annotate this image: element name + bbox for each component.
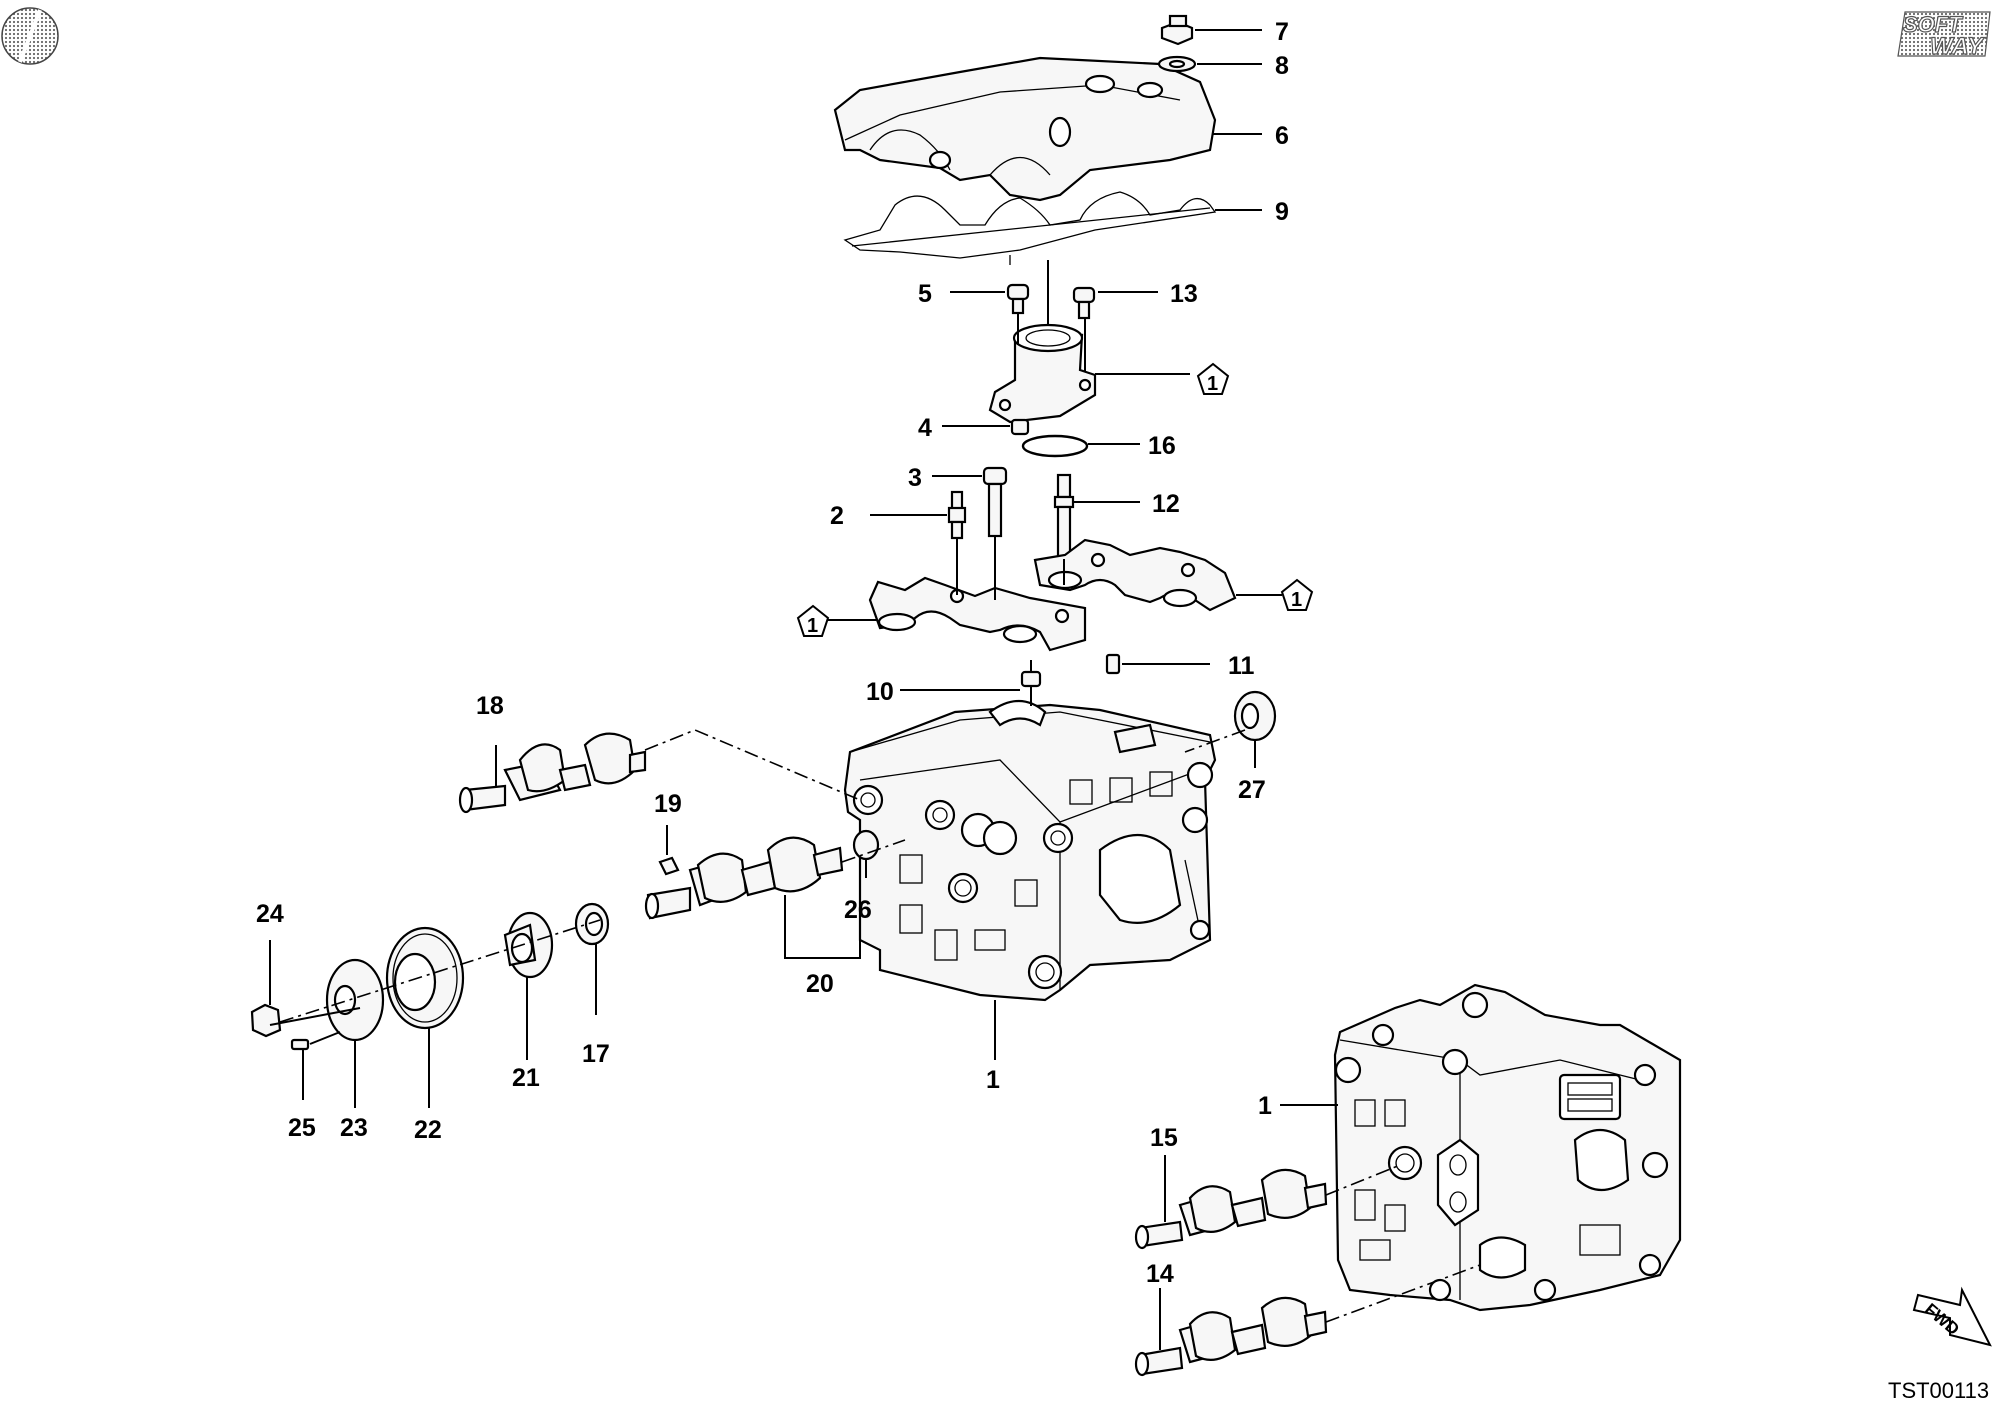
callout-18: 18 bbox=[476, 692, 504, 720]
fwd-arrow-icon: FWD bbox=[1912, 1286, 1992, 1347]
callout-12: 12 bbox=[1152, 490, 1180, 518]
callout-1-lower: 1 bbox=[1258, 1092, 1272, 1120]
callout-19: 19 bbox=[654, 790, 682, 818]
callout-11: 11 bbox=[1228, 652, 1255, 680]
callout-14: 14 bbox=[1146, 1260, 1174, 1288]
stud-12 bbox=[1053, 473, 1075, 561]
cap-nut bbox=[1160, 14, 1194, 46]
callout-3: 3 bbox=[908, 464, 922, 492]
bearing-cap-left bbox=[868, 576, 1087, 652]
camshaft-15 bbox=[1134, 1168, 1328, 1250]
callout-9: 9 bbox=[1275, 198, 1289, 226]
callout-24: 24 bbox=[256, 900, 284, 928]
corner-badge-icon bbox=[1, 7, 59, 65]
o-ring bbox=[1021, 434, 1089, 458]
callout-21: 21 bbox=[512, 1064, 540, 1092]
bolt-25 bbox=[290, 1038, 310, 1051]
svg-text:SOFT: SOFT bbox=[1903, 12, 1963, 37]
washer-23 bbox=[325, 958, 385, 1042]
callout-16: 16 bbox=[1148, 432, 1176, 460]
callout-7: 7 bbox=[1275, 18, 1289, 46]
axis-lines bbox=[279, 729, 1481, 1323]
svg-text:1: 1 bbox=[1291, 589, 1302, 611]
cover-gasket bbox=[843, 191, 1217, 265]
camshaft-20 bbox=[644, 836, 844, 920]
bolt-5 bbox=[1006, 283, 1030, 315]
sleeve-4 bbox=[1010, 418, 1030, 436]
callout-20: 20 bbox=[806, 970, 834, 998]
svg-text:WAY: WAY bbox=[1930, 33, 1985, 60]
softway-logo: SOFT WAY bbox=[1897, 11, 1991, 61]
bolt-3 bbox=[982, 466, 1008, 538]
callout-27: 27 bbox=[1238, 776, 1266, 804]
callout-10: 10 bbox=[866, 678, 894, 706]
leader-lines bbox=[269, 29, 1338, 1350]
cylinder-head-cover bbox=[833, 56, 1217, 202]
cylinder-head-upper bbox=[843, 700, 1217, 1002]
seal-27 bbox=[1233, 690, 1277, 742]
reference-mark-2: 1 bbox=[796, 604, 830, 637]
diagram-code: TST00113 bbox=[1888, 1378, 1989, 1403]
bearing-cap-right bbox=[1033, 538, 1237, 612]
callout-13: 13 bbox=[1170, 280, 1198, 308]
callout-1-upper: 1 bbox=[986, 1066, 1000, 1094]
svg-text:1: 1 bbox=[807, 615, 818, 637]
camshaft-18 bbox=[458, 732, 647, 814]
callout-23: 23 bbox=[340, 1114, 368, 1142]
sleeve-10 bbox=[1020, 670, 1042, 688]
callout-4: 4 bbox=[918, 414, 932, 442]
gear-21 bbox=[503, 911, 554, 979]
callout-6: 6 bbox=[1275, 122, 1289, 150]
woodruff-key bbox=[658, 856, 680, 876]
callout-8: 8 bbox=[1275, 52, 1289, 80]
callout-5: 5 bbox=[918, 280, 932, 308]
gear-17 bbox=[574, 902, 610, 946]
reference-mark-3: 1 bbox=[1280, 578, 1314, 611]
seal-26 bbox=[852, 829, 880, 861]
nut-24 bbox=[250, 1003, 282, 1038]
callout-labels: 7 8 6 9 5 13 4 16 3 12 2 11 10 18 27 19 … bbox=[256, 18, 1289, 1288]
cylinder-head-lower bbox=[1333, 983, 1682, 1312]
filler-neck-housing bbox=[988, 323, 1097, 424]
stud-2 bbox=[947, 490, 967, 540]
callout-25: 25 bbox=[288, 1114, 316, 1142]
camshaft-14 bbox=[1134, 1296, 1328, 1377]
sprocket-22 bbox=[385, 926, 465, 1030]
reference-mark-1: 1 bbox=[1196, 362, 1230, 395]
sealing-washer bbox=[1157, 55, 1197, 73]
svg-text:1: 1 bbox=[1207, 373, 1218, 395]
callout-26: 26 bbox=[844, 896, 872, 924]
bolt-13 bbox=[1072, 286, 1096, 320]
callout-22: 22 bbox=[414, 1116, 442, 1144]
callout-15: 15 bbox=[1150, 1124, 1178, 1152]
pin-11 bbox=[1105, 653, 1121, 675]
callout-17: 17 bbox=[582, 1040, 610, 1068]
callout-2: 2 bbox=[830, 502, 844, 530]
